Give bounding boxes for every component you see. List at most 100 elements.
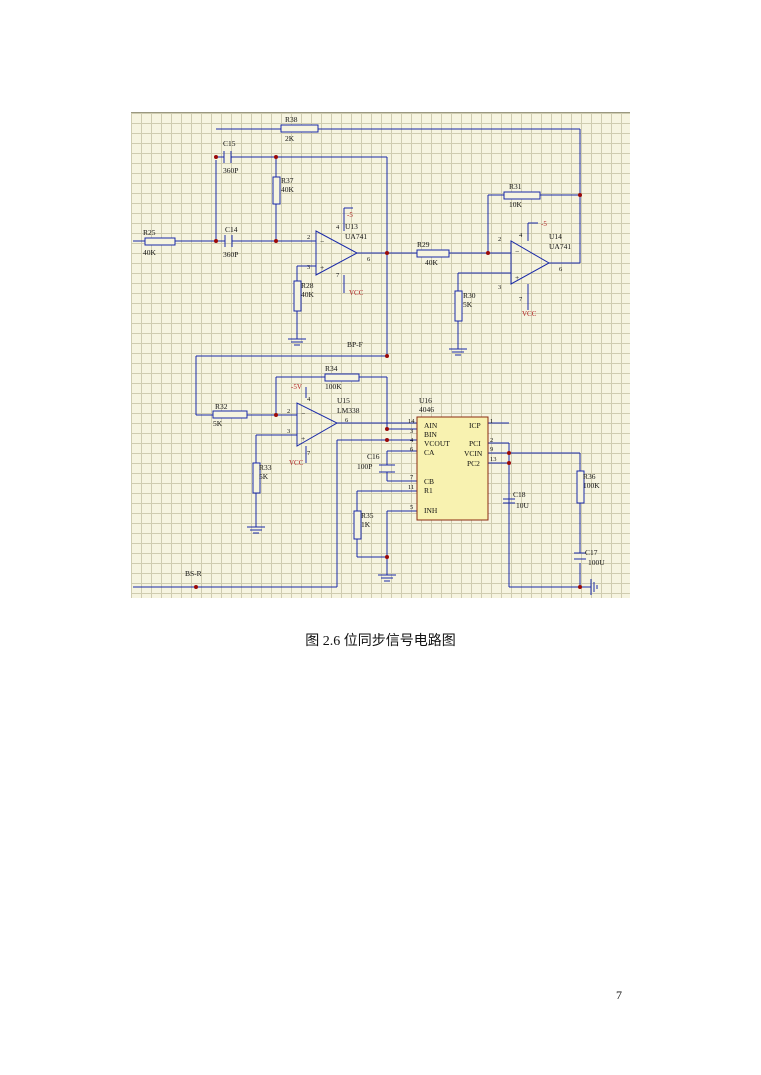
svg-text:C15: C15 [223,139,236,148]
svg-text:40K: 40K [301,290,315,299]
svg-text:100P: 100P [357,462,372,471]
svg-text:R37: R37 [281,176,294,185]
resistor-r30: R30 5K [454,290,476,322]
comparator-u15: − + U15 LM338 -5V VCC 2 3 6 4 7 [287,383,360,467]
svg-text:U16: U16 [419,396,432,405]
svg-text:40K: 40K [143,248,157,257]
svg-text:R29: R29 [417,240,430,249]
svg-text:R33: R33 [259,463,272,472]
resistor-r29: R29 40K [416,240,450,267]
svg-text:4: 4 [410,437,414,444]
svg-text:3: 3 [498,284,501,291]
ground-icon [378,574,396,582]
capacitor-c17: C17 100U [574,548,605,567]
resistor-r38: R38 2K [280,115,319,143]
svg-text:R28: R28 [301,281,314,290]
svg-text:C18: C18 [513,490,526,499]
svg-text:VCC: VCC [349,289,364,297]
svg-text:5: 5 [410,504,413,511]
svg-text:7: 7 [307,450,311,457]
pll-chip-u16: U16 4046 AIN BIN VCOUT CA CB R1 INH ICP … [408,396,497,521]
net-label-bpf: BP-F [347,340,363,349]
resistor-r35: R35 1K [353,510,374,540]
svg-text:6: 6 [345,417,349,424]
svg-text:VCOUT: VCOUT [424,439,450,448]
svg-text:VCC: VCC [289,459,304,467]
svg-text:7: 7 [336,272,340,279]
junction-dots [194,155,582,589]
capacitor-c14: C14 360P [223,225,238,259]
svg-text:5K: 5K [463,300,473,309]
svg-text:R1: R1 [424,486,433,495]
resistor-r33: R33 5K [252,462,272,494]
resistor-r37: R37 40K [272,176,295,205]
resistor-r34: R34 100K [324,364,360,391]
resistor-r28: R28 40K [293,280,315,312]
capacitor-c18: C18 10U [503,490,530,510]
svg-text:+: + [301,434,305,443]
svg-text:-5: -5 [347,211,353,219]
svg-text:6: 6 [410,446,414,453]
svg-text:2: 2 [490,437,493,444]
svg-text:3: 3 [307,264,310,271]
ground-icon [590,579,598,595]
svg-text:R38: R38 [285,115,298,124]
resistor-r32: R32 5K [212,402,248,428]
svg-text:-5: -5 [541,220,547,228]
svg-text:R35: R35 [361,511,374,520]
svg-text:−: − [320,237,324,246]
circuit-schematic: R38 2K R37 40K R25 40K R28 40K R29 40K R… [131,112,630,598]
svg-text:4046: 4046 [419,405,434,414]
svg-text:UA741: UA741 [345,232,367,241]
ground-icon [288,338,306,346]
capacitor-c16: C16 100P [357,452,395,473]
svg-text:100U: 100U [588,558,605,567]
svg-text:−: − [301,409,305,418]
svg-text:-5V: -5V [291,383,302,391]
svg-text:13: 13 [490,456,497,463]
svg-text:4: 4 [336,224,340,231]
svg-text:R36: R36 [583,472,596,481]
svg-text:ICP: ICP [469,421,481,430]
svg-text:C16: C16 [367,452,380,461]
svg-text:1K: 1K [361,520,371,529]
svg-text:R34: R34 [325,364,338,373]
svg-text:VCC: VCC [522,310,537,318]
svg-text:R32: R32 [215,402,228,411]
svg-text:+: + [320,263,324,272]
svg-text:7: 7 [410,474,414,481]
resistor-r36: R36 100K [576,470,600,504]
svg-text:40K: 40K [281,185,295,194]
svg-text:100K: 100K [583,481,600,490]
svg-text:3: 3 [410,428,413,435]
svg-text:R30: R30 [463,291,476,300]
ground-icon [449,348,467,356]
opamp-u13: − + U13 UA741 -5 VCC 2 3 6 4 7 [307,211,371,297]
svg-text:CA: CA [424,448,435,457]
svg-text:360P: 360P [223,166,238,175]
capacitor-c15: C15 360P [223,139,238,175]
svg-text:2: 2 [307,234,310,241]
svg-text:10U: 10U [516,501,530,510]
svg-text:9: 9 [490,446,493,453]
svg-text:−: − [515,247,519,256]
svg-text:10K: 10K [509,200,523,209]
svg-text:C14: C14 [225,225,238,234]
svg-text:U13: U13 [345,222,358,231]
net-label-bsr: BS-R [185,569,202,578]
svg-text:PC2: PC2 [467,459,480,468]
svg-text:11: 11 [408,484,414,491]
svg-text:2K: 2K [285,134,295,143]
wires [133,128,591,588]
svg-text:40K: 40K [425,258,439,267]
svg-text:14: 14 [408,418,415,425]
svg-text:AIN: AIN [424,421,438,430]
svg-text:C17: C17 [585,548,598,557]
figure-caption: 图 2.6 位同步信号电路图 [305,634,456,649]
svg-text:4: 4 [519,232,523,239]
svg-text:R31: R31 [509,182,522,191]
svg-text:BIN: BIN [424,430,438,439]
svg-text:R25: R25 [143,228,156,237]
svg-text:5K: 5K [213,419,223,428]
opamp-u14: − + U14 UA741 -5 VCC 2 3 6 4 7 [498,220,571,318]
